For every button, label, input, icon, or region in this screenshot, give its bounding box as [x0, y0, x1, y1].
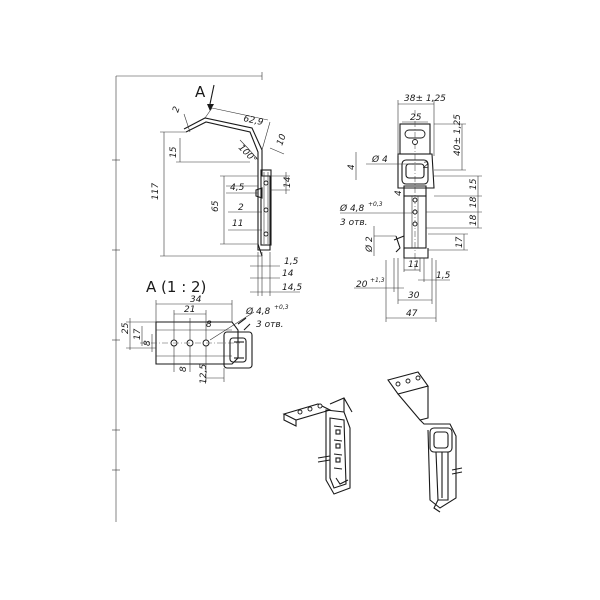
- isometric-view-right: [387, 371, 463, 513]
- dim-14b: 14: [282, 269, 294, 279]
- dim-detail-hole-tol: +0,3: [274, 304, 289, 311]
- side-view: 62,9 2 15 117 100° 10 14 4,5 65 2: [151, 105, 302, 296]
- dim-2b: 2: [238, 203, 244, 213]
- dim-20-tol: +1,3: [370, 277, 385, 284]
- dim-62-9: 62,9: [242, 114, 264, 128]
- dim-30: 30: [408, 291, 420, 301]
- dim-10: 10: [275, 133, 288, 147]
- dim-14a: 14: [283, 176, 293, 188]
- dim-34: 34: [190, 295, 202, 305]
- dim-1-5-front: 1,5: [436, 271, 451, 281]
- view-a-label: A: [195, 83, 206, 101]
- dim-15-front: 15: [469, 178, 479, 190]
- dim-18a: 18: [469, 196, 479, 208]
- dim-hole-dia: Ø 4,8: [339, 203, 365, 214]
- dim-4-5: 4,5: [230, 183, 245, 193]
- dim-15: 15: [169, 146, 179, 158]
- dim-17: 17: [455, 236, 465, 248]
- dim-25-detail: 25: [121, 322, 131, 334]
- dim-8b: 8: [143, 340, 153, 346]
- dim-40: 40± 1,25: [453, 114, 463, 156]
- dim-1-5: 1,5: [284, 257, 299, 267]
- dim-hole-tol: +0,3: [368, 201, 383, 208]
- dim-dia-4: Ø 4: [371, 154, 388, 165]
- dim-2: 2: [423, 161, 429, 171]
- detail-view: A (1 : 2) 34 21 8 Ø 4,8 +0,3 3 отв.: [121, 278, 289, 384]
- dim-12-5: 12,5: [199, 364, 209, 384]
- dim-117: 117: [151, 183, 161, 200]
- front-view: 38± 1,25 25 40± 1,25 Ø 4 4 2 4 15 18 18: [339, 94, 482, 322]
- dim-20: 20: [356, 280, 368, 290]
- dim-dia-2: Ø 2: [364, 236, 375, 253]
- dim-38: 38± 1,25: [404, 94, 446, 104]
- dim-18b: 18: [469, 214, 479, 226]
- dim-11-front: 11: [408, 260, 419, 270]
- dim-4-small: 4: [394, 190, 404, 196]
- dim-4: 4: [347, 164, 357, 170]
- dim-8c: 8: [179, 366, 189, 372]
- dim-hole-count: 3 отв.: [340, 218, 368, 228]
- dim-detail-hole-count: 3 отв.: [256, 320, 284, 330]
- dim-detail-hole-dia: Ø 4,8: [245, 306, 271, 317]
- drawing-frame: [112, 72, 263, 522]
- dim-47: 47: [406, 309, 418, 319]
- detail-title: A (1 : 2): [146, 278, 206, 296]
- dim-17-detail: 17: [133, 328, 143, 340]
- dim-21: 21: [184, 305, 195, 315]
- view-a-indicator: A: [195, 83, 215, 111]
- dim-14-5: 14,5: [282, 283, 302, 293]
- dim-65: 65: [211, 200, 221, 212]
- isometric-view-left: [282, 397, 353, 495]
- dim-thickness-2: 2: [171, 105, 182, 114]
- dim-8a: 8: [206, 320, 212, 330]
- dim-25: 25: [410, 113, 422, 123]
- dim-11: 11: [232, 219, 243, 229]
